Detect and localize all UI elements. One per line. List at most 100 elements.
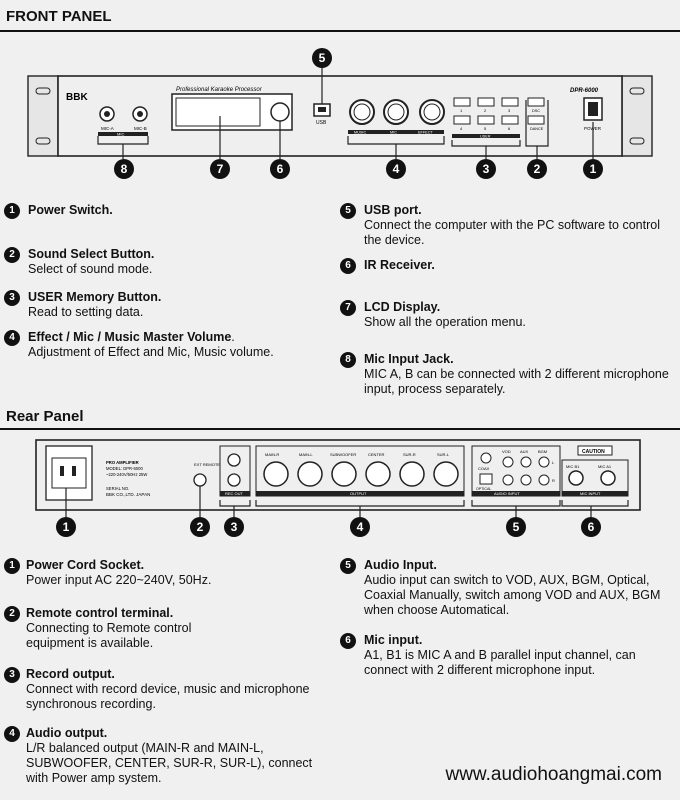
svg-text:AUDIO INPUT: AUDIO INPUT: [494, 491, 520, 496]
right-rack-ear: [621, 75, 653, 157]
rec-out-l-jack: [227, 453, 241, 467]
svg-text:MUSIC: MUSIC: [354, 131, 366, 135]
ext-remote-jack: [193, 473, 207, 487]
front-callout-6: 6: [270, 159, 290, 179]
front-item-usb-port: USB port.Connect the computer with the P…: [364, 203, 660, 247]
svg-text:6: 6: [508, 126, 511, 131]
item-badge: 6: [340, 258, 356, 274]
rear-panel-divider: [0, 428, 680, 430]
user-memory-buttons: 1 2 3 4 5 6 USER: [452, 97, 520, 139]
dsc-button: [527, 97, 545, 107]
svg-text:VOD: VOD: [502, 449, 511, 454]
dance-button: [527, 115, 545, 125]
mic-a1-jack: [600, 470, 616, 486]
item-badge: 1: [4, 558, 20, 574]
brand-logo: BBK: [66, 92, 88, 103]
svg-text:1: 1: [460, 108, 463, 113]
item-badge: 2: [4, 247, 20, 263]
front-item-ir-receiver: IR Receiver.: [364, 258, 435, 272]
vod-l-jack: [502, 456, 514, 468]
front-callout-4: 4: [386, 159, 406, 179]
rear-item-record-output: Record output.Connect with record device…: [26, 667, 310, 711]
front-panel-title: FRONT PANEL: [6, 8, 112, 25]
svg-text:REC OUT: REC OUT: [225, 491, 244, 496]
svg-text:MAIN-R: MAIN-R: [265, 452, 279, 457]
item-badge: 3: [4, 667, 20, 683]
front-item-mic-input-jack: Mic Input Jack.MIC A, B can be connected…: [364, 352, 669, 396]
svg-text:DANCE: DANCE: [530, 127, 544, 131]
item-badge: 5: [340, 203, 356, 219]
rear-item-audio-input: Audio Input.Audio input can switch to VO…: [364, 558, 661, 617]
aux-r-jack: [520, 474, 532, 486]
rear-panel-diagram: PRO AMPLIFIER MODEL: DPR-6000 ~220-240V/…: [35, 439, 641, 518]
svg-text:OUTPUT: OUTPUT: [350, 491, 367, 496]
svg-text:MIC: MIC: [390, 131, 397, 135]
center-output: [365, 461, 391, 487]
svg-text:CENTER: CENTER: [368, 452, 385, 457]
power-cord-socket: [45, 445, 93, 501]
mic-b1-jack: [568, 470, 584, 486]
svg-text:3: 3: [508, 108, 511, 113]
website-url[interactable]: www.audiohoangmai.com: [445, 764, 662, 785]
svg-text:MIC A1: MIC A1: [598, 464, 612, 469]
svg-text:EFFECT: EFFECT: [418, 131, 433, 135]
svg-text:MIC INPUT: MIC INPUT: [580, 491, 601, 496]
svg-text:SERIAL NO.: SERIAL NO.: [106, 486, 129, 491]
rear-callout-2: 2: [190, 517, 210, 537]
svg-text:MIC-A: MIC-A: [101, 126, 114, 131]
rear-callout-5: 5: [506, 517, 526, 537]
item-badge: 5: [340, 558, 356, 574]
front-callout-5: 5: [312, 48, 332, 68]
front-item-sound-select: Sound Select Button.Select of sound mode…: [28, 247, 155, 276]
bgm-l-jack: [538, 456, 550, 468]
rear-panel-title: Rear Panel: [6, 408, 84, 425]
svg-text:SUBWOOFER: SUBWOOFER: [330, 452, 356, 457]
rear-callout-1: 1: [56, 517, 76, 537]
svg-text:USER: USER: [480, 135, 491, 139]
rear-item-power-cord: Power Cord Socket.Power input AC 220~240…: [26, 558, 212, 587]
item-badge: 7: [340, 300, 356, 316]
main-l-output: [297, 461, 323, 487]
svg-text:SUR-R: SUR-R: [403, 452, 416, 457]
front-item-power-switch: Power Switch.: [28, 203, 113, 217]
left-rack-ear: [27, 75, 59, 157]
svg-text:MODEL: DPR-6000: MODEL: DPR-6000: [106, 466, 143, 471]
svg-text:5: 5: [484, 126, 487, 131]
front-panel-divider: [0, 30, 680, 32]
svg-text:BBK CO.,LTD. JAPAN: BBK CO.,LTD. JAPAN: [106, 492, 150, 497]
subwoofer-output: [331, 461, 357, 487]
item-badge: 8: [340, 352, 356, 368]
front-callout-8: 8: [114, 159, 134, 179]
rec-out-r-jack: [227, 473, 241, 487]
main-r-output: [263, 461, 289, 487]
svg-text:MIC: MIC: [117, 132, 124, 137]
svg-text:AUX: AUX: [520, 449, 529, 454]
svg-text:EXT REMOTE: EXT REMOTE: [194, 462, 220, 467]
svg-text:SUR-L: SUR-L: [437, 452, 450, 457]
ir-receiver: [270, 102, 290, 122]
sur-l-output: [433, 461, 459, 487]
svg-text:~220-240V/50Hz 25W: ~220-240V/50Hz 25W: [106, 472, 147, 477]
bgm-r-jack: [538, 474, 550, 486]
front-item-master-volume: Effect / Mic / Music Master Volume.Adjus…: [28, 330, 274, 359]
svg-text:CAUTION: CAUTION: [582, 449, 605, 455]
front-item-lcd-display: LCD Display.Show all the operation menu.: [364, 300, 526, 329]
rear-callout-3: 3: [224, 517, 244, 537]
model-label: DPR-6000: [570, 88, 599, 94]
svg-text:2: 2: [484, 108, 487, 113]
coax-jack: [480, 452, 492, 464]
rear-item-mic-input: Mic input.A1, B1 is MIC A and B parallel…: [364, 633, 636, 677]
rear-callout-6: 6: [581, 517, 601, 537]
optical-jack: [479, 473, 493, 485]
rear-callout-4: 4: [350, 517, 370, 537]
vod-r-jack: [502, 474, 514, 486]
front-callout-3: 3: [476, 159, 496, 179]
rear-item-remote-terminal: Remote control terminal.Connecting to Re…: [26, 606, 192, 650]
sur-r-output: [399, 461, 425, 487]
rear-item-audio-output: Audio output.L/R balanced output (MAIN-R…: [26, 726, 313, 785]
svg-text:MIC-B: MIC-B: [134, 126, 147, 131]
svg-text:L: L: [552, 460, 555, 465]
front-item-user-memory: USER Memory Button.Read to setting data.: [28, 290, 162, 319]
svg-text:DSC: DSC: [532, 109, 540, 113]
svg-text:PRO AMPLIFIER: PRO AMPLIFIER: [106, 460, 139, 465]
